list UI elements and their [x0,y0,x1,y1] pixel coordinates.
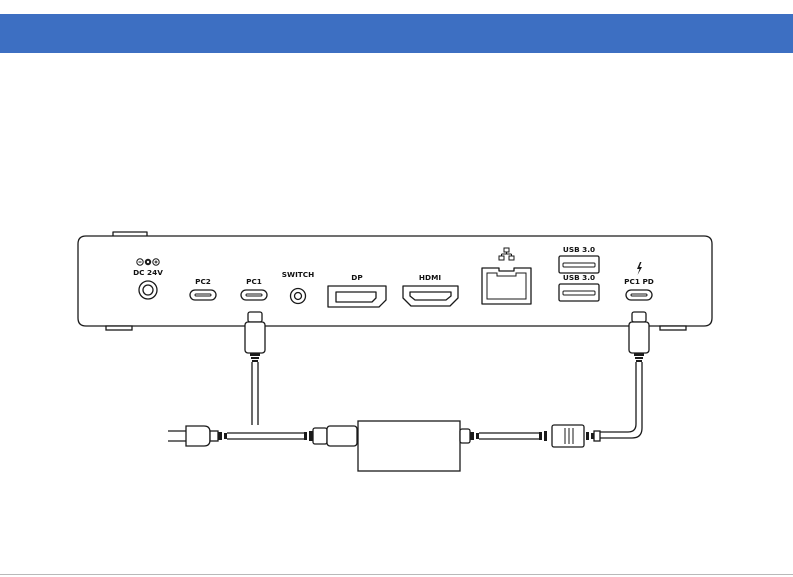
switch-label: SWITCH [282,270,314,279]
pc1-pd-usb-c-cable [598,312,649,438]
iec-connector [304,426,357,446]
pc1-label: PC1 [246,277,262,286]
pc1-usb-c-cable [245,312,265,425]
usb-top-label: USB 3.0 [563,245,595,254]
dc-label: DC 24V [133,268,163,277]
pc1pd-label: PC1 PD [624,277,654,286]
bottom-rule [0,574,793,575]
ac-cord [227,433,304,439]
hdmi-label: HDMI [419,273,441,282]
usb-bottom-label: USB 3.0 [563,273,595,282]
dock-device [78,232,712,330]
dp-label: DP [351,273,363,282]
power-adapter-icon[interactable] [358,421,460,471]
dc-cable [460,429,547,443]
pc2-label: PC2 [195,277,211,286]
ferrite-bead [552,425,600,447]
power-plug-icon [168,426,227,446]
